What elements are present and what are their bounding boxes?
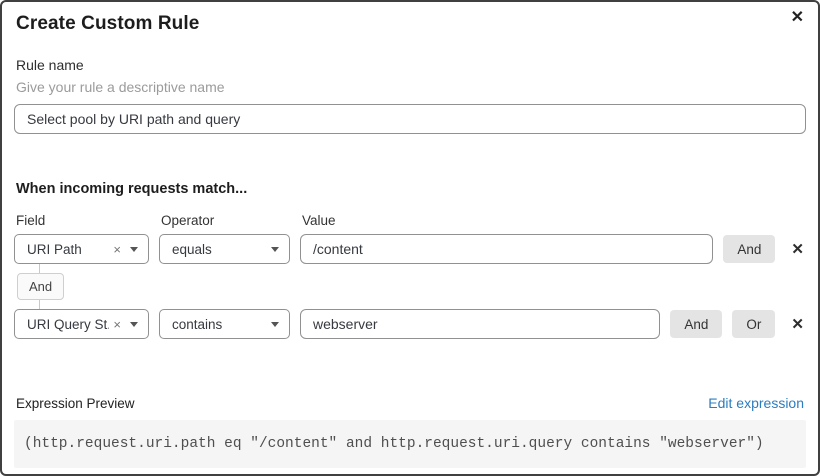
value-input-2[interactable]: [300, 309, 661, 339]
value-input-1[interactable]: [300, 234, 714, 264]
rule-name-hint: Give your rule a descriptive name: [16, 79, 225, 95]
rule-name-label: Rule name: [16, 57, 84, 73]
connector-and-chip[interactable]: And: [17, 273, 65, 300]
field-select-2[interactable]: URI Query St... ×: [14, 309, 149, 339]
connector-line-top: [39, 264, 40, 273]
condition-connector: And: [17, 264, 806, 309]
close-icon[interactable]: ✕: [787, 8, 808, 28]
field-column-label: Field: [16, 213, 46, 228]
condition-row-2: URI Query St... × contains And Or ✕: [14, 309, 806, 339]
or-button-row-2[interactable]: Or: [732, 310, 776, 338]
operator-column-label: Operator: [161, 213, 215, 228]
edit-expression-link[interactable]: Edit expression: [708, 395, 804, 411]
chevron-down-icon: [130, 246, 138, 252]
field-select-1[interactable]: URI Path ×: [14, 234, 149, 264]
page-title: Create Custom Rule: [16, 13, 200, 34]
value-column-label: Value: [302, 213, 336, 228]
condition-row-1: URI Path × equals And ✕: [14, 234, 806, 264]
field-select-1-value: URI Path: [27, 241, 82, 257]
connector-line-bottom: [39, 300, 40, 309]
chevron-down-icon: [130, 321, 138, 327]
operator-select-2-value: contains: [172, 316, 223, 332]
chevron-down-icon: [271, 246, 279, 252]
remove-condition-icon-1[interactable]: ✕: [791, 240, 804, 258]
match-heading: When incoming requests match...: [16, 181, 248, 197]
operator-select-2[interactable]: contains: [159, 309, 290, 339]
chevron-down-icon: [271, 321, 279, 327]
and-button-row-1[interactable]: And: [723, 235, 776, 263]
expression-preview-code: (http.request.uri.path eq "/content" and…: [14, 420, 806, 468]
operator-select-1-value: equals: [172, 241, 212, 257]
field-select-2-value: URI Query St...: [27, 316, 110, 332]
clear-icon[interactable]: ×: [113, 241, 121, 257]
operator-select-1[interactable]: equals: [159, 234, 290, 264]
rule-name-input[interactable]: [14, 104, 806, 134]
and-button-row-2[interactable]: And: [670, 310, 723, 338]
expression-preview-label: Expression Preview: [16, 396, 135, 411]
clear-icon[interactable]: ×: [113, 316, 121, 332]
condition-column-labels: Field Operator Value: [14, 213, 806, 228]
remove-condition-icon-2[interactable]: ✕: [791, 315, 804, 333]
